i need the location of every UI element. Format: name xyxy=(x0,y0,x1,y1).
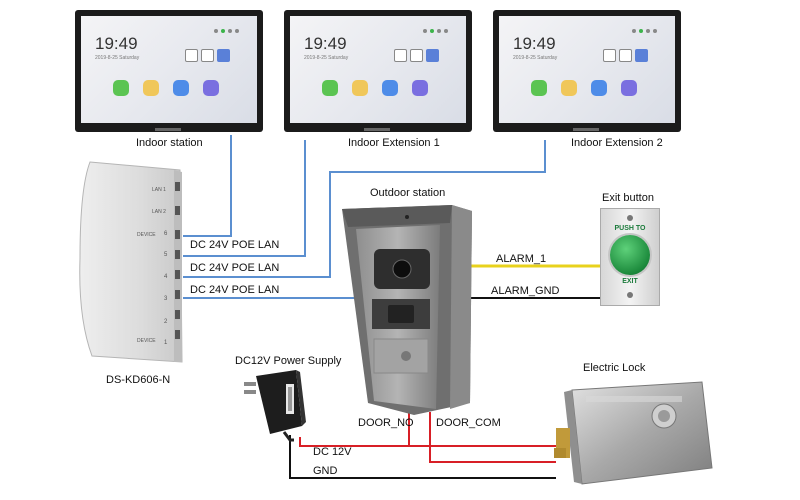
monitor-time: 19:49 xyxy=(513,34,556,53)
lan-wire-extension-1 xyxy=(183,140,306,257)
message-app-icon xyxy=(143,80,159,96)
door-no-label: DOOR_NO xyxy=(358,417,414,429)
monitor-date: 2019-8-25 Saturday xyxy=(95,55,140,61)
gnd-wire xyxy=(289,435,556,479)
poe-lan-label-1: DC 24V POE LAN xyxy=(190,239,280,251)
port-3-label: 3 xyxy=(164,296,168,302)
live-view-app-icon xyxy=(173,80,189,96)
monitor-screen: 19:49 2019-8-25 Saturday xyxy=(290,16,466,123)
outdoor-station-panel xyxy=(342,205,472,415)
port-2-label: 2 xyxy=(164,319,168,325)
power-supply-label: DC12V Power Supply xyxy=(235,355,342,367)
switch-model-label: DS-KD606-N xyxy=(106,374,171,386)
grid-icon xyxy=(619,49,632,62)
monitor-date: 2019-8-25 Saturday xyxy=(304,55,349,61)
status-bar xyxy=(211,20,251,33)
monitor-screen: 19:49 2019-8-25 Saturday xyxy=(81,16,257,123)
message-app-icon xyxy=(352,80,368,96)
exit-button-label: Exit button xyxy=(602,192,654,204)
alarm-gnd-label: ALARM_GND xyxy=(491,285,560,297)
electric-lock-device xyxy=(554,381,713,485)
lan-wire-indoor-station xyxy=(183,135,232,237)
exit-push-button[interactable] xyxy=(610,235,650,275)
status-bar xyxy=(629,20,669,33)
monitor-time: 19:49 xyxy=(95,34,138,53)
indoor-extension-2-monitor: 19:49 2019-8-25 Saturday xyxy=(493,10,681,132)
settings-app-icon xyxy=(203,80,219,96)
port-4-label: 4 xyxy=(164,274,168,280)
brand-logo xyxy=(364,128,390,131)
device-ports-bottom-label: DEVICE xyxy=(137,338,156,344)
calendar-icon xyxy=(185,49,198,62)
brand-logo xyxy=(155,128,181,131)
home-icon xyxy=(426,49,439,62)
live-view-app-icon xyxy=(382,80,398,96)
door-com-label: DOOR_COM xyxy=(436,417,501,429)
indoor-station-monitor: 19:49 2019-8-25 Saturday xyxy=(75,10,263,132)
lan-wire-extension-2 xyxy=(183,140,546,278)
call-app-icon xyxy=(531,80,547,96)
lan-2-port-label: LAN 2 xyxy=(152,209,166,215)
grid-icon xyxy=(201,49,214,62)
exit-button-device: PUSH TO EXIT xyxy=(600,208,660,306)
status-bar xyxy=(420,20,460,33)
settings-app-icon xyxy=(621,80,637,96)
exit-button-top-screw xyxy=(627,215,633,221)
dc-12v-label: DC 12V xyxy=(313,446,352,458)
home-icon xyxy=(217,49,230,62)
indoor-extension-1-monitor: 19:49 2019-8-25 Saturday xyxy=(284,10,472,132)
live-view-app-icon xyxy=(591,80,607,96)
monitor-date: 2019-8-25 Saturday xyxy=(513,55,558,61)
lan-1-port-label: LAN 1 xyxy=(152,187,166,193)
outdoor-station-label: Outdoor station xyxy=(370,187,446,199)
exit-button-bottom-screw xyxy=(627,292,633,298)
poe-lan-label-2: DC 24V POE LAN xyxy=(190,262,280,274)
port-5-label: 5 xyxy=(164,252,168,258)
device-ports-top-label: DEVICE xyxy=(137,232,156,238)
poe-lan-label-3: DC 24V POE LAN xyxy=(190,284,280,296)
poe-switch xyxy=(79,161,183,363)
settings-app-icon xyxy=(412,80,428,96)
grid-icon xyxy=(410,49,423,62)
exit-text: EXIT xyxy=(622,278,638,285)
call-app-icon xyxy=(113,80,129,96)
calendar-icon xyxy=(603,49,616,62)
alarm-1-label: ALARM_1 xyxy=(496,253,547,265)
door-com-wire xyxy=(429,412,556,463)
brand-logo xyxy=(573,128,599,131)
port-6-label: 6 xyxy=(164,231,168,237)
power-supply-adapter xyxy=(244,370,306,442)
push-to-text: PUSH TO xyxy=(614,225,646,232)
calendar-icon xyxy=(394,49,407,62)
monitor-screen: 19:49 2019-8-25 Saturday xyxy=(499,16,675,123)
monitor-time: 19:49 xyxy=(304,34,347,53)
indoor-station-label: Indoor station xyxy=(136,137,203,149)
port-1-label: 1 xyxy=(164,340,168,346)
gnd-label: GND xyxy=(313,465,338,477)
message-app-icon xyxy=(561,80,577,96)
call-app-icon xyxy=(322,80,338,96)
home-icon xyxy=(635,49,648,62)
indoor-extension-2-label: Indoor Extension 2 xyxy=(571,137,663,149)
indoor-extension-1-label: Indoor Extension 1 xyxy=(348,137,440,149)
electric-lock-label: Electric Lock xyxy=(583,362,646,374)
